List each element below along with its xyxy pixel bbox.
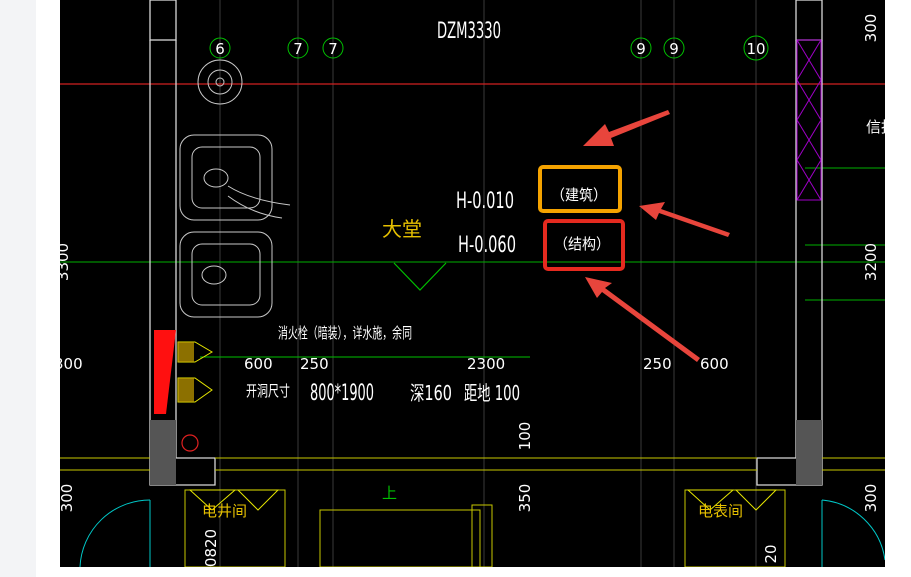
right-margin: [885, 0, 911, 577]
stair-up-label: 上: [382, 484, 397, 502]
left-gutter: [0, 0, 36, 577]
bottom-right-room: 电表间: [686, 489, 778, 520]
grid-lines: [219, 0, 757, 567]
annotation-arrows: [583, 110, 730, 362]
bottom-left-room: 电井间: [188, 489, 280, 520]
elevation-structural: H-0.060: [458, 233, 516, 258]
dim-20: 20: [762, 544, 780, 563]
elevation-architectural-tag: （建筑）: [551, 186, 607, 204]
yellow-structure: [60, 457, 885, 567]
dim-600-left: 600: [244, 355, 273, 373]
dim-250-left: 250: [300, 355, 329, 373]
lounge-furniture: [179, 134, 291, 318]
axis-bubbles: 6 7 7 9 9 10: [209, 35, 769, 61]
note-opening-size: 800*1900: [310, 381, 374, 406]
window-panel: [796, 39, 822, 201]
axis-marker-7b: 7: [328, 40, 338, 58]
fire-hydrant-icon: [177, 341, 213, 403]
note-hydrant: 消火栓（暗装），详水施，余同: [278, 324, 412, 342]
dim-300-bottom-right: 300: [862, 484, 880, 513]
fire-hydrant-flag-icon: [154, 330, 176, 414]
dim-100: 100: [516, 422, 534, 451]
cad-drawing-canvas: 6 7 7 9 9 10 DZM3330 大堂 H-0.010 H-0.060 …: [60, 0, 885, 567]
door-swings: [79, 499, 885, 567]
wall-column-left: [150, 420, 176, 485]
highlight-box-structural: [543, 219, 625, 271]
dim-right-vertical: 3200: [862, 243, 880, 281]
axis-marker-6: 6: [215, 40, 225, 58]
axis-marker-9b: 9: [669, 40, 679, 58]
dim-250-right: 250: [643, 355, 672, 373]
room-label-bottom-left: 电井间: [202, 502, 247, 520]
dim-350: 350: [516, 484, 534, 513]
left-margin: [36, 0, 60, 577]
elevation-structural-tag: （结构）: [554, 235, 610, 253]
wall-column-right: [796, 420, 822, 485]
floor-plan-drawing: 6 7 7 9 9 10 DZM3330 大堂 H-0.010 H-0.060 …: [60, 0, 885, 567]
elevation-triangle-icon: [393, 262, 447, 291]
highlight-box-architectural: [538, 165, 622, 213]
dim-left-edge: 300: [60, 355, 83, 373]
room-label-lobby: 大堂: [382, 217, 422, 241]
bottom-margin: [36, 567, 911, 577]
dim-600-right: 600: [700, 355, 729, 373]
note-opening-label: 开洞尺寸: [246, 382, 290, 400]
right-edge-label: 信报: [866, 118, 885, 136]
axis-marker-10: 10: [746, 40, 765, 58]
note-above-floor: 距地 100: [464, 381, 520, 405]
dim-300-bottom-left: 300: [60, 484, 76, 513]
axis-marker-9a: 9: [636, 40, 646, 58]
dim-right-top: 300: [862, 14, 880, 43]
red-marker-circle: [181, 434, 199, 452]
door-tag: DZM3330: [437, 19, 501, 44]
dim-0820: 0820: [202, 529, 220, 567]
floor-drain-icon: [197, 59, 243, 105]
elevation-architectural: H-0.010: [456, 189, 514, 214]
axis-marker-7a: 7: [293, 40, 303, 58]
dim-2300: 2300: [467, 355, 505, 373]
room-label-bottom-right: 电表间: [698, 502, 743, 520]
note-depth: 深160: [410, 381, 452, 405]
dim-left-vertical: 3300: [60, 243, 72, 281]
